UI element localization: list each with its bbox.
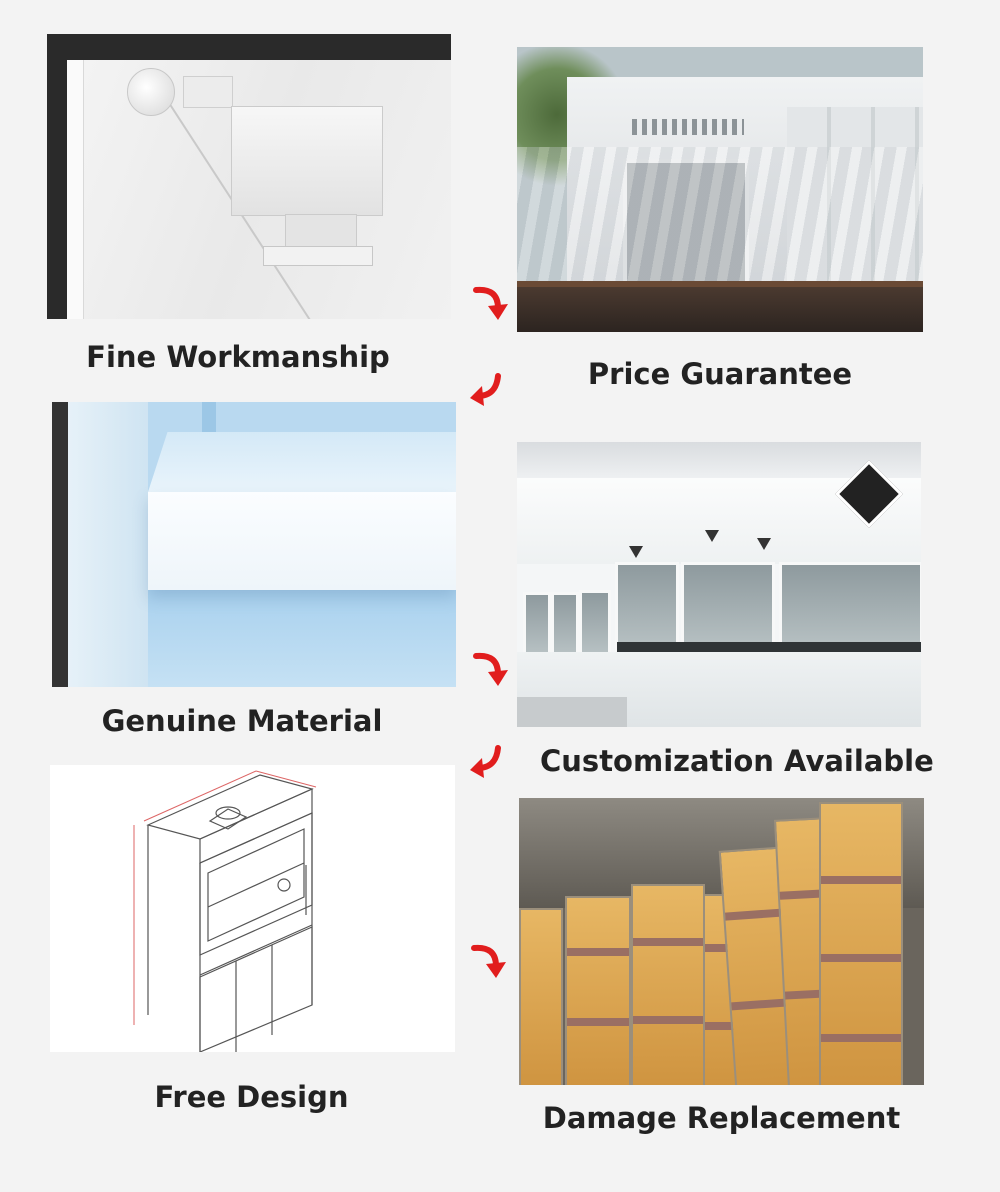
customization-available-caption: Customization Available	[540, 744, 934, 778]
curved-arrow-icon	[470, 745, 501, 778]
damage-replacement-caption: Damage Replacement	[542, 1101, 901, 1135]
fume-hood-drawing	[133, 770, 317, 1052]
curved-arrow-icon	[473, 286, 508, 320]
customization-available-photo	[517, 442, 921, 727]
genuine-material-caption: Genuine Material	[101, 704, 383, 738]
free-design-caption: Free Design	[154, 1080, 349, 1114]
curved-arrow-icon	[473, 652, 508, 686]
damage-replacement-photo	[519, 798, 924, 1085]
free-design-photo	[50, 765, 455, 1052]
genuine-material-photo	[52, 402, 456, 687]
fine-workmanship-caption: Fine Workmanship	[86, 340, 390, 374]
curved-arrow-icon	[471, 944, 506, 978]
price-guarantee-photo	[517, 47, 923, 332]
fine-workmanship-photo	[47, 34, 451, 319]
curved-arrow-icon	[470, 373, 501, 406]
price-guarantee-caption: Price Guarantee	[587, 357, 853, 391]
